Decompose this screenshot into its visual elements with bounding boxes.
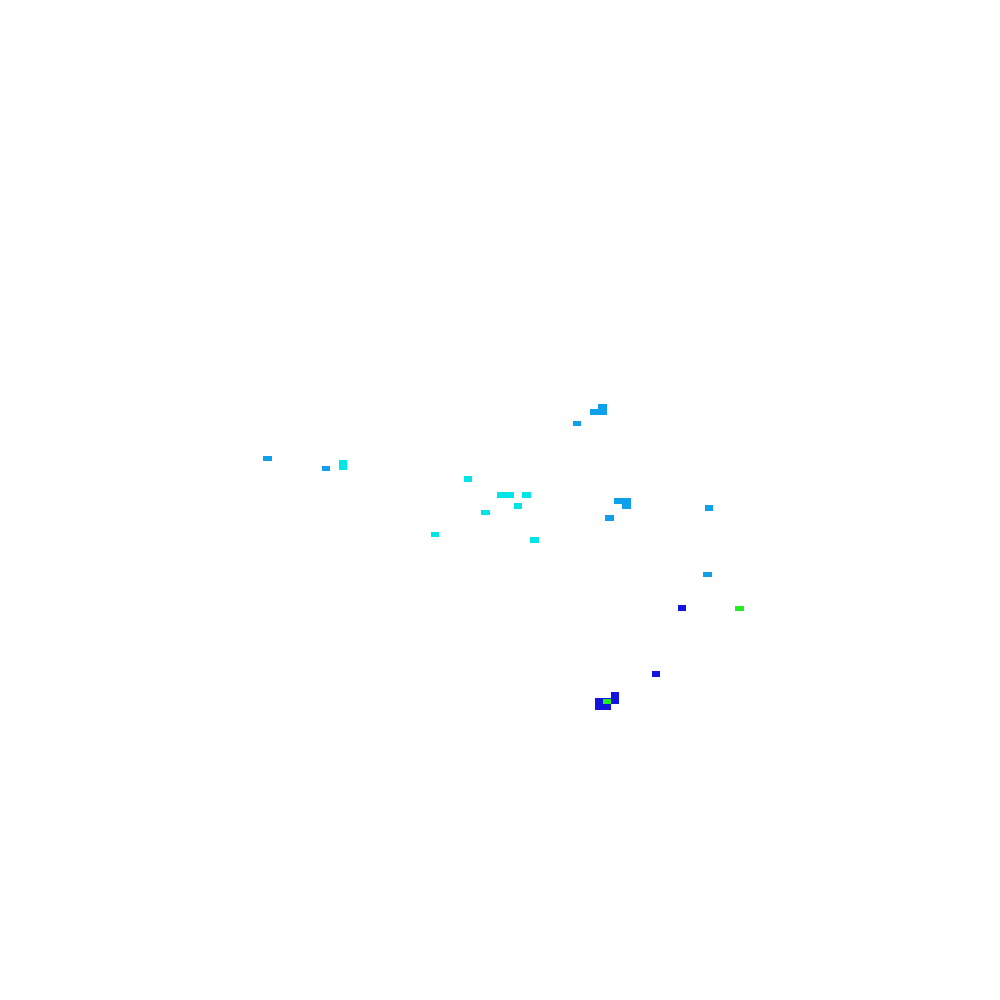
data-point-sky-blue [590,409,607,415]
data-point-cyan [514,503,522,509]
data-point-sky-blue [263,456,272,461]
data-point-sky-blue [703,572,712,577]
data-point-blue [678,605,686,611]
data-point-sky-blue [622,503,631,509]
data-point-sky-blue [573,421,581,426]
data-point-cyan [522,492,531,498]
data-point-sky-blue [598,404,607,410]
data-point-cyan [481,510,490,515]
data-point-cyan [339,460,347,470]
data-point-sky-blue [605,515,614,521]
data-point-green [735,606,744,611]
data-point-blue [652,671,660,677]
data-point-sky-blue [614,498,631,504]
data-point-sky-blue [705,505,713,511]
data-point-cyan [497,492,514,498]
data-point-cyan [530,537,539,543]
data-point-cyan [464,476,472,482]
data-point-cyan [431,532,439,537]
data-point-sky-blue [322,466,330,471]
data-point-green [603,699,611,704]
data-point-blue [611,692,619,704]
